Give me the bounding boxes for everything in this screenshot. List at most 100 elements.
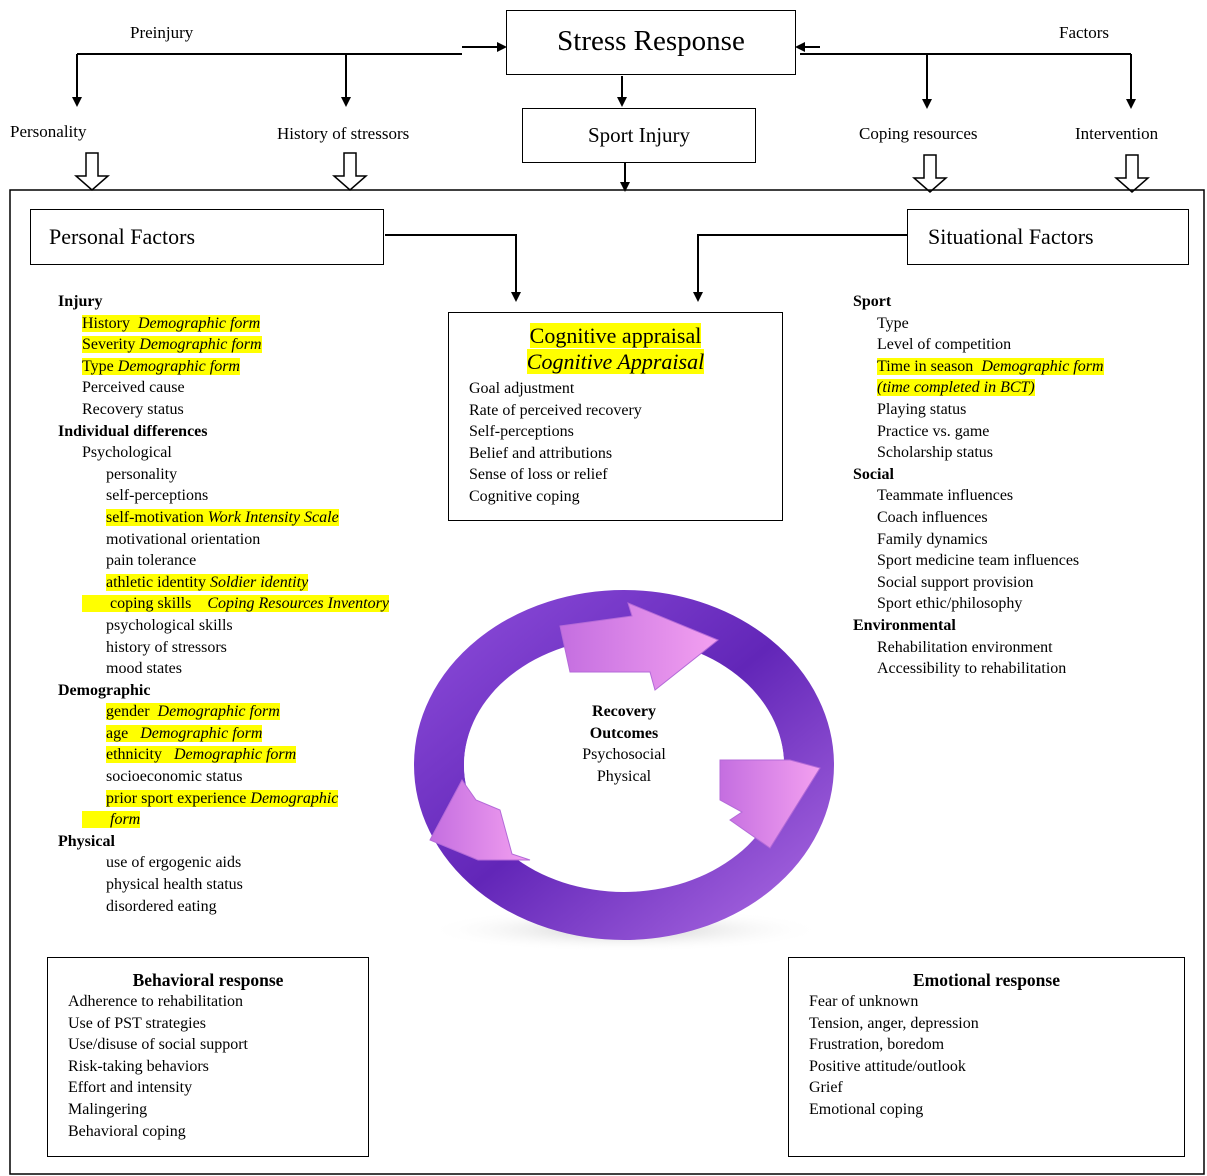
psych-coping-skills: coping skills xyxy=(110,595,192,613)
social-family: Family dynamics xyxy=(877,530,988,548)
sport-time-form-2: (time completed in BCT) xyxy=(877,379,1035,397)
environmental-rehab-env: Rehabilitation environment xyxy=(877,638,1053,656)
list-item: Use of PST strategies xyxy=(68,1014,206,1032)
list-item: gender Demographic form xyxy=(58,701,389,723)
psych-psychological-skills: psychological skills xyxy=(106,616,233,634)
emotional-items: Fear of unknown Tension, anger, depressi… xyxy=(809,991,1184,1121)
list-item: Rate of perceived recovery xyxy=(469,401,642,419)
situational-to-cognitive-arrow xyxy=(693,234,908,302)
cognitive-appraisal-subtitle: Cognitive Appraisal xyxy=(526,349,705,374)
sport-time-in-season: Time in season xyxy=(877,357,974,375)
personality-label: Personality xyxy=(10,122,87,141)
sport-practice-vs-game: Practice vs. game xyxy=(877,422,990,440)
demo-gender-form: Demographic form xyxy=(157,703,280,721)
stress-response-box: Stress Response xyxy=(506,10,796,75)
factors-label: Factors xyxy=(1059,23,1110,42)
hollow-arrows xyxy=(74,152,1150,193)
factors-connector xyxy=(795,42,1136,109)
behavioral-items: Adherence to rehabilitation Use of PST s… xyxy=(68,991,368,1142)
list-item: Type Demographic form xyxy=(58,356,389,378)
list-item: Grief xyxy=(809,1079,843,1097)
social-medicine: Sport medicine team influences xyxy=(877,552,1080,570)
preinjury-connector xyxy=(72,42,507,107)
list-item: prior sport experience Demographic xyxy=(58,788,389,810)
stress-response-label: Stress Response xyxy=(557,25,745,57)
list-item: Behavioral coping xyxy=(68,1122,186,1140)
list-item: Use/disuse of social support xyxy=(68,1036,248,1054)
sport-scholarship: Scholarship status xyxy=(877,444,993,462)
physical-eating: disordered eating xyxy=(106,897,217,915)
demo-age: age xyxy=(106,724,129,742)
list-item: Severity Demographic form xyxy=(58,334,389,356)
psych-mood-states: mood states xyxy=(106,660,182,678)
situational-factors-title: Situational Factors xyxy=(928,224,1094,249)
preinjury-label: Preinjury xyxy=(130,23,194,42)
list-item: Tension, anger, depression xyxy=(809,1014,979,1032)
list-item: Effort and intensity xyxy=(68,1079,193,1097)
injury-type: Type xyxy=(82,357,114,375)
list-item: self-motivation Work Intensity Scale xyxy=(58,507,389,529)
list-item: Risk-taking behaviors xyxy=(68,1057,209,1075)
intervention-label: Intervention xyxy=(1075,124,1159,143)
list-item: Frustration, boredom xyxy=(809,1036,945,1054)
cycle-arrow-right xyxy=(719,759,821,849)
social-support: Social support provision xyxy=(877,573,1034,591)
physical-ergogenic: use of ergogenic aids xyxy=(106,854,242,872)
list-item: Belief and attributions xyxy=(469,444,613,462)
sport-type: Type xyxy=(877,314,909,332)
psych-athletic-identity-form: Soldier identity xyxy=(209,573,309,591)
situational-factors-box: Situational Factors xyxy=(907,209,1189,265)
coping-resources-label: Coping resources xyxy=(859,124,978,143)
environmental-access: Accessibility to rehabilitation xyxy=(877,660,1067,678)
cognitive-appraisal-box: Cognitive appraisal Cognitive Appraisal … xyxy=(448,312,783,521)
demo-prior-form-2: form xyxy=(110,811,141,829)
demo-prior: prior sport experience xyxy=(106,789,247,807)
personal-factors-title: Personal Factors xyxy=(49,224,196,249)
psych-motivational-orientation: motivational orientation xyxy=(106,530,261,548)
psychological-heading: Psychological xyxy=(82,444,172,462)
injury-perceived-cause: Perceived cause xyxy=(82,379,185,397)
demo-ethnicity: ethnicity xyxy=(106,746,162,764)
list-item: Malingering xyxy=(68,1100,148,1118)
sport-injury-label: Sport Injury xyxy=(587,123,691,147)
list-item: Self-perceptions xyxy=(469,423,574,441)
injury-heading: Injury xyxy=(58,293,103,310)
behavioral-response-title: Behavioral response xyxy=(132,970,284,990)
psych-pain-tolerance: pain tolerance xyxy=(106,552,197,570)
psych-personality: personality xyxy=(106,465,178,483)
list-item: Sense of loss or relief xyxy=(469,466,608,484)
physical-heading: Physical xyxy=(58,832,115,850)
cognitive-items: Goal adjustment Rate of perceived recove… xyxy=(469,378,782,508)
psych-coping-skills-form: Coping Resources Inventory xyxy=(207,595,389,613)
demo-age-form: Demographic form xyxy=(140,724,263,742)
recovery-line-4: Physical xyxy=(596,767,652,785)
personal-to-cognitive-arrow xyxy=(385,234,521,302)
situational-factors-list: Sport Type Level of competition Time in … xyxy=(853,291,1104,680)
list-item: age Demographic form xyxy=(58,723,389,745)
injury-severity-form: Demographic form xyxy=(139,336,262,354)
recovery-line-3: Psychosocial xyxy=(582,746,666,763)
social-coach: Coach influences xyxy=(877,508,988,526)
list-item: Adherence to rehabilitation xyxy=(68,993,244,1010)
list-item: form xyxy=(58,809,389,831)
main-frame xyxy=(9,189,1205,1175)
cognitive-appraisal-title: Cognitive appraisal xyxy=(529,323,702,348)
personal-factors-list: Injury History Demographic form Severity… xyxy=(58,291,389,917)
injury-recovery-status: Recovery status xyxy=(82,400,184,418)
demo-gender: gender xyxy=(106,703,150,721)
demo-ethnicity-form: Demographic form xyxy=(173,746,297,764)
recovery-cycle xyxy=(414,590,834,940)
environmental-heading: Environmental xyxy=(853,616,956,634)
recovery-outcomes: Recovery Outcomes Psychosocial Physical xyxy=(524,701,724,787)
emotional-response-title: Emotional response xyxy=(913,970,1060,990)
sport-injury-box: Sport Injury xyxy=(522,108,756,163)
cycle-arrow-top xyxy=(559,602,719,691)
psych-self-perceptions: self-perceptions xyxy=(106,487,209,505)
injury-history-form: Demographic form xyxy=(138,314,261,332)
history-of-stressors-label: History of stressors xyxy=(277,124,410,143)
list-item: coping skills Coping Resources Inventory xyxy=(58,593,389,615)
list-item: Fear of unknown xyxy=(809,993,919,1010)
psych-athletic-identity: athletic identity xyxy=(106,573,206,591)
list-item: Cognitive coping xyxy=(469,487,580,505)
